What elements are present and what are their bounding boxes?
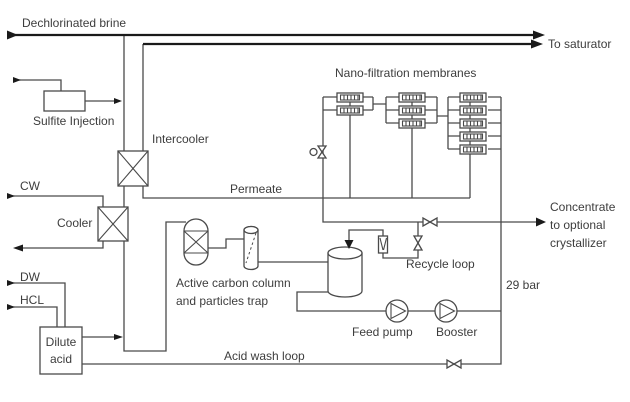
sulfite-inlet-arrow [13, 77, 21, 83]
label-booster: Booster [436, 325, 477, 339]
recycle-return-arrow [344, 240, 354, 249]
dw-inlet-arrow [7, 280, 15, 286]
feed-tank-symbol [327, 246, 363, 298]
cooling-water-pipe [8, 195, 104, 249]
flow-arrows [7, 30, 546, 340]
label-hcl: HCL [20, 293, 44, 307]
label-carbon-column-2: and particles trap [176, 294, 268, 308]
carbon-column-symbol [183, 218, 209, 266]
label-concentrate-2: to optional [550, 218, 605, 232]
membrane-element [398, 118, 426, 129]
membrane-element [398, 105, 426, 116]
membrane-element [459, 131, 487, 142]
brine-inlet-arrow [7, 30, 18, 40]
cw-inlet-arrow [7, 193, 15, 199]
stage3-manifold [447, 96, 501, 150]
stage2-manifold [385, 96, 448, 124]
label-cw: CW [20, 179, 41, 193]
particles-trap-symbol [243, 225, 259, 271]
membrane-element [459, 105, 487, 116]
concentrate-pipe [322, 97, 538, 223]
cooler-symbol [97, 206, 129, 242]
membrane-element [459, 92, 487, 103]
diagram-labels: Dechlorinated brine To saturator Sulfite… [20, 16, 616, 366]
saturator-arrow-bottom [531, 39, 543, 49]
label-cooler: Cooler [57, 216, 92, 230]
label-dw: DW [20, 270, 41, 284]
saturator-arrow-top [533, 30, 545, 40]
membrane-element [336, 92, 364, 103]
hcl-inlet-arrow [7, 304, 15, 310]
membrane-element [459, 144, 487, 155]
feed-pump-symbol [385, 299, 409, 323]
label-concentrate-1: Concentrate [550, 200, 616, 214]
label-nano-filtration: Nano-filtration membranes [335, 66, 476, 80]
label-dilute-acid-2: acid [50, 352, 72, 366]
label-permeate: Permeate [230, 182, 282, 196]
label-feed-pump: Feed pump [352, 325, 413, 339]
acid-injection-arrow [114, 334, 123, 340]
label-dilute-acid-1: Dilute [46, 335, 77, 349]
label-carbon-column-1: Active carbon column [176, 276, 291, 290]
label-acid-wash-loop: Acid wash loop [224, 349, 305, 363]
label-to-saturator: To saturator [548, 37, 611, 51]
label-dechlorinated-brine: Dechlorinated brine [22, 16, 126, 30]
acid-wash-valve [446, 358, 462, 370]
stage1-manifold [323, 96, 386, 111]
acid-wash-and-feed-riser-pipe [82, 97, 502, 365]
booster-pump-symbol [434, 299, 458, 323]
membrane-element [398, 92, 426, 103]
dilute-acid-tank [39, 326, 83, 375]
column-trap-tank-pipe [208, 238, 330, 263]
nano-filtration-membrane-array [336, 92, 487, 155]
dw-hcl-pipe [8, 282, 66, 327]
recycle-valve [412, 235, 424, 251]
label-concentrate-3: crystallizer [550, 236, 607, 250]
permeate-pipe [142, 44, 470, 199]
brine-feed-pipe [123, 35, 186, 352]
label-intercooler: Intercooler [152, 132, 209, 146]
concentrate-dropline-valve [309, 145, 328, 159]
concentrate-arrow [536, 217, 546, 227]
label-sulfite-injection: Sulfite Injection [33, 114, 114, 128]
membrane-element [336, 105, 364, 116]
concentrate-valve [422, 216, 438, 228]
intercooler-symbol [117, 150, 149, 187]
label-recycle-loop: Recycle loop [406, 257, 475, 271]
sulfite-pipe [14, 79, 116, 102]
pipes [8, 35, 538, 365]
label-pressure: 29 bar [506, 278, 540, 292]
flow-indicator-symbol [377, 235, 389, 254]
sulfite-injection-arrow [114, 98, 122, 104]
sulfite-injection-box [43, 90, 86, 112]
membrane-element [459, 118, 487, 129]
cw-outlet-arrow [13, 244, 23, 252]
